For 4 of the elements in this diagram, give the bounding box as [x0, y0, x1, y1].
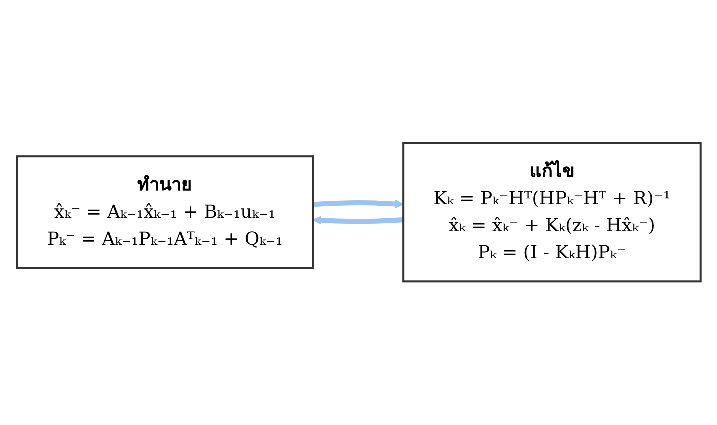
node-box — [16, 156, 314, 270]
node-box — [402, 142, 702, 283]
arrow — [312, 216, 404, 226]
arrow — [312, 200, 404, 209]
